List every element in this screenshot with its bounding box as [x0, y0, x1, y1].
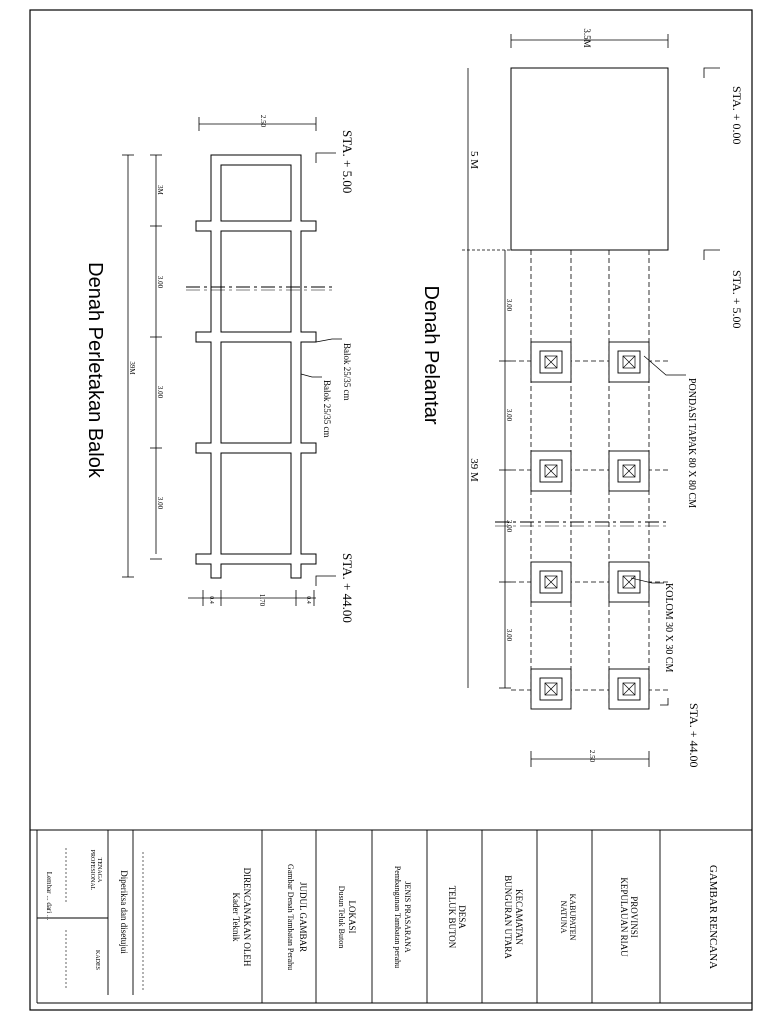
dim-bot-0-4-right: 0.4 [305, 596, 311, 604]
footing-6 [608, 561, 650, 603]
direncanakan-value: Kader Teknik [231, 893, 241, 942]
dim-3-00-c: 3.00 [156, 497, 164, 510]
kabupaten-value: NATUNA [559, 901, 568, 934]
gambar-rencana-text: GAMBAR RENCANA [707, 865, 719, 969]
lokasi-value: Dusun Teluk Buton [337, 886, 346, 948]
footing-4 [608, 450, 650, 492]
footing-7 [530, 668, 572, 710]
provinsi-label: PROVINSI [629, 896, 639, 938]
sta-right-5-00: STA. + 5.00 [730, 270, 744, 328]
footing-8 [608, 668, 650, 710]
judul-gambar-value: Gambar Denah Tambatan Perahu [286, 864, 295, 970]
lembar-text: Lembar ... dari ... [45, 872, 53, 921]
sta-markers-right [660, 67, 720, 706]
jenis-prasarana-label: JENIS PRASARANA [403, 881, 412, 953]
right-dimensions [462, 34, 669, 767]
dim-5m: 5 M [468, 151, 480, 169]
judul-gambar-label: JUDUL GAMBAR [298, 882, 308, 952]
dim-39m-right: 39 M [468, 458, 480, 482]
footing-2 [608, 341, 650, 383]
profesional-text: PROFESIONAL [89, 850, 95, 891]
dim-3-00-b: 3.00 [156, 386, 164, 399]
footing-label: PONDASI TAPAK 80 X 80 CM [686, 378, 697, 508]
beam-leaders [300, 338, 342, 378]
footing-leaders [630, 355, 686, 584]
kades-text: KADES [94, 950, 100, 970]
left-dimensions [122, 117, 317, 606]
sta-right-44-00: STA. + 44.00 [687, 703, 701, 767]
dim-right-3-00-a: 3.00 [505, 299, 513, 312]
sta-right-0-00: STA. + 0.00 [730, 86, 744, 144]
dim-top-2-50: 2.50 [259, 115, 267, 128]
footing-1 [530, 341, 572, 383]
left-plan-title: Denah Perletakan Balok [84, 262, 106, 479]
sta-markers-left [315, 152, 336, 586]
dim-3-00-a: 3.00 [156, 276, 164, 289]
desa-value: TELUK BUTON [447, 886, 457, 949]
title-block [30, 829, 752, 1004]
beam-label-1: Balok 25/35 cm [342, 343, 352, 401]
beam-label-2: Balok 25/35 cm [322, 380, 332, 438]
dim-bottom-2-50: 2.50 [588, 750, 596, 763]
footing-5 [530, 561, 572, 603]
footing-3 [530, 450, 572, 492]
sta-left-5-00: STA. + 5.00 [340, 130, 355, 193]
dim-right-3-00-c: 3.00 [505, 520, 513, 533]
kecamatan-value: BUNGURAN UTARA [503, 875, 513, 959]
dim-3-5m: 3.5M [582, 28, 592, 47]
dim-right-3-00-d: 3.00 [505, 629, 513, 642]
sta-left-44-00: STA. + 44.00 [340, 553, 355, 623]
dim-bot-0-4-left: 0.4 [208, 596, 214, 604]
dim-39m: 39M [128, 361, 136, 375]
beam-frame [195, 154, 317, 579]
title-block-signature-lines [65, 848, 144, 990]
jenis-prasarana-value: Pembangunan Tambatan perahu [393, 866, 402, 968]
column-label: KOLOM 30 X 30 CM [663, 583, 674, 673]
diperiksa-text: Diperiksa dan disetujui [119, 870, 129, 954]
right-plan-title: Denah Pelantar [420, 286, 442, 425]
dim-bot-1-70: 1.70 [258, 594, 266, 607]
sheet-border [29, 9, 753, 1011]
direncanakan-label: DIRENCANAKAN OLEH [242, 868, 252, 967]
dim-3m: 3M [156, 185, 164, 196]
lokasi-label: LOKASI [347, 901, 357, 934]
footing-grid [530, 341, 650, 710]
kabupaten-label: KABUPATEN [568, 894, 577, 941]
provinsi-value: KEPULAUAN RIAU [619, 877, 629, 957]
kecamatan-label: KECAMATAN [514, 889, 524, 945]
desa-label: DESA [457, 905, 467, 929]
dim-right-3-00-b: 3.00 [505, 409, 513, 422]
tenaga-text: TENAGA [96, 858, 102, 883]
platform-head [510, 67, 669, 251]
